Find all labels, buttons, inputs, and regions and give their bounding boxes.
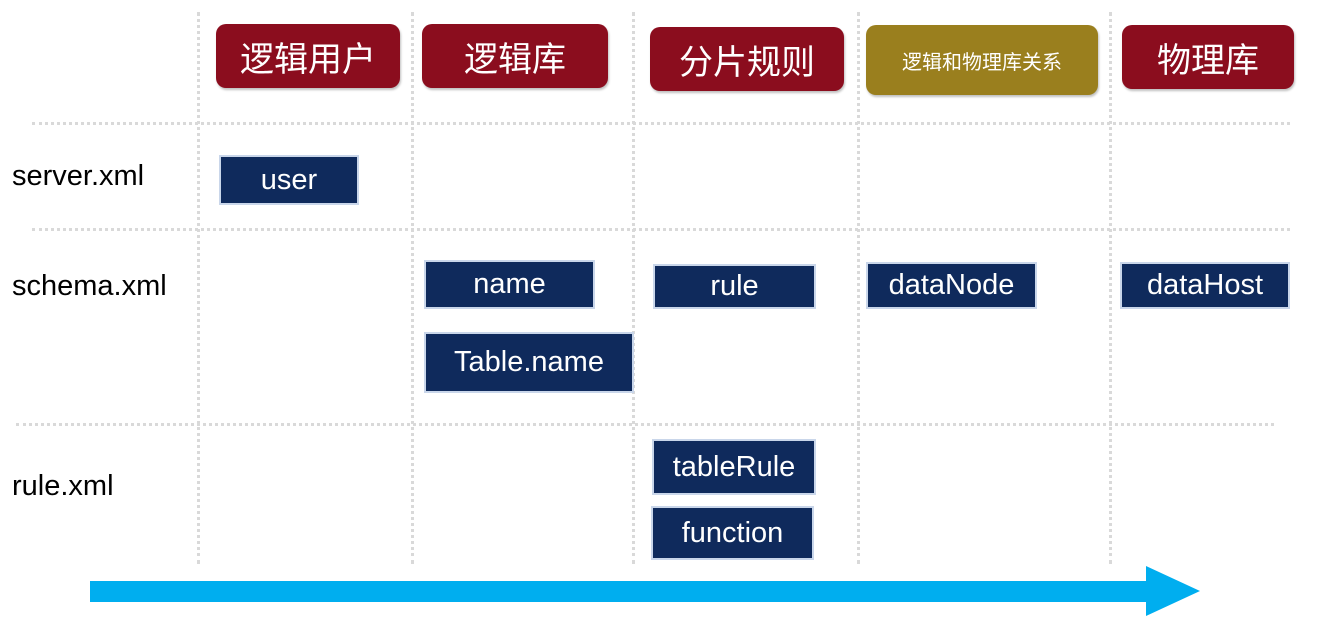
row-label-server-xml: server.xml <box>12 160 145 192</box>
header-logical-physical-relation: 逻辑和物理库关系 <box>866 25 1098 95</box>
box-data-host: dataHost <box>1120 262 1290 309</box>
column-divider-1 <box>197 12 200 564</box>
box-table-name: Table.name <box>424 332 634 393</box>
row-label-schema-xml: schema.xml <box>12 270 167 302</box>
header-shard-rule: 分片规则 <box>650 27 844 91</box>
row-divider-2 <box>32 228 1290 231</box>
column-divider-3 <box>632 12 635 564</box>
box-name: name <box>424 260 595 309</box>
header-physical-db: 物理库 <box>1122 25 1294 89</box>
header-logical-db: 逻辑库 <box>422 24 608 88</box>
column-divider-4 <box>857 12 860 564</box>
box-rule: rule <box>653 264 816 309</box>
row-divider-1 <box>32 122 1290 125</box>
box-function: function <box>651 506 814 560</box>
row-label-rule-xml: rule.xml <box>12 470 114 502</box>
row-divider-3 <box>16 423 1274 426</box>
header-logical-user: 逻辑用户 <box>216 24 400 88</box>
right-arrow-icon <box>90 566 1200 616</box>
box-data-node: dataNode <box>866 262 1037 309</box>
box-table-rule: tableRule <box>652 439 816 495</box>
column-divider-5 <box>1109 12 1112 564</box>
column-divider-2 <box>411 12 414 564</box>
box-user: user <box>219 155 359 205</box>
